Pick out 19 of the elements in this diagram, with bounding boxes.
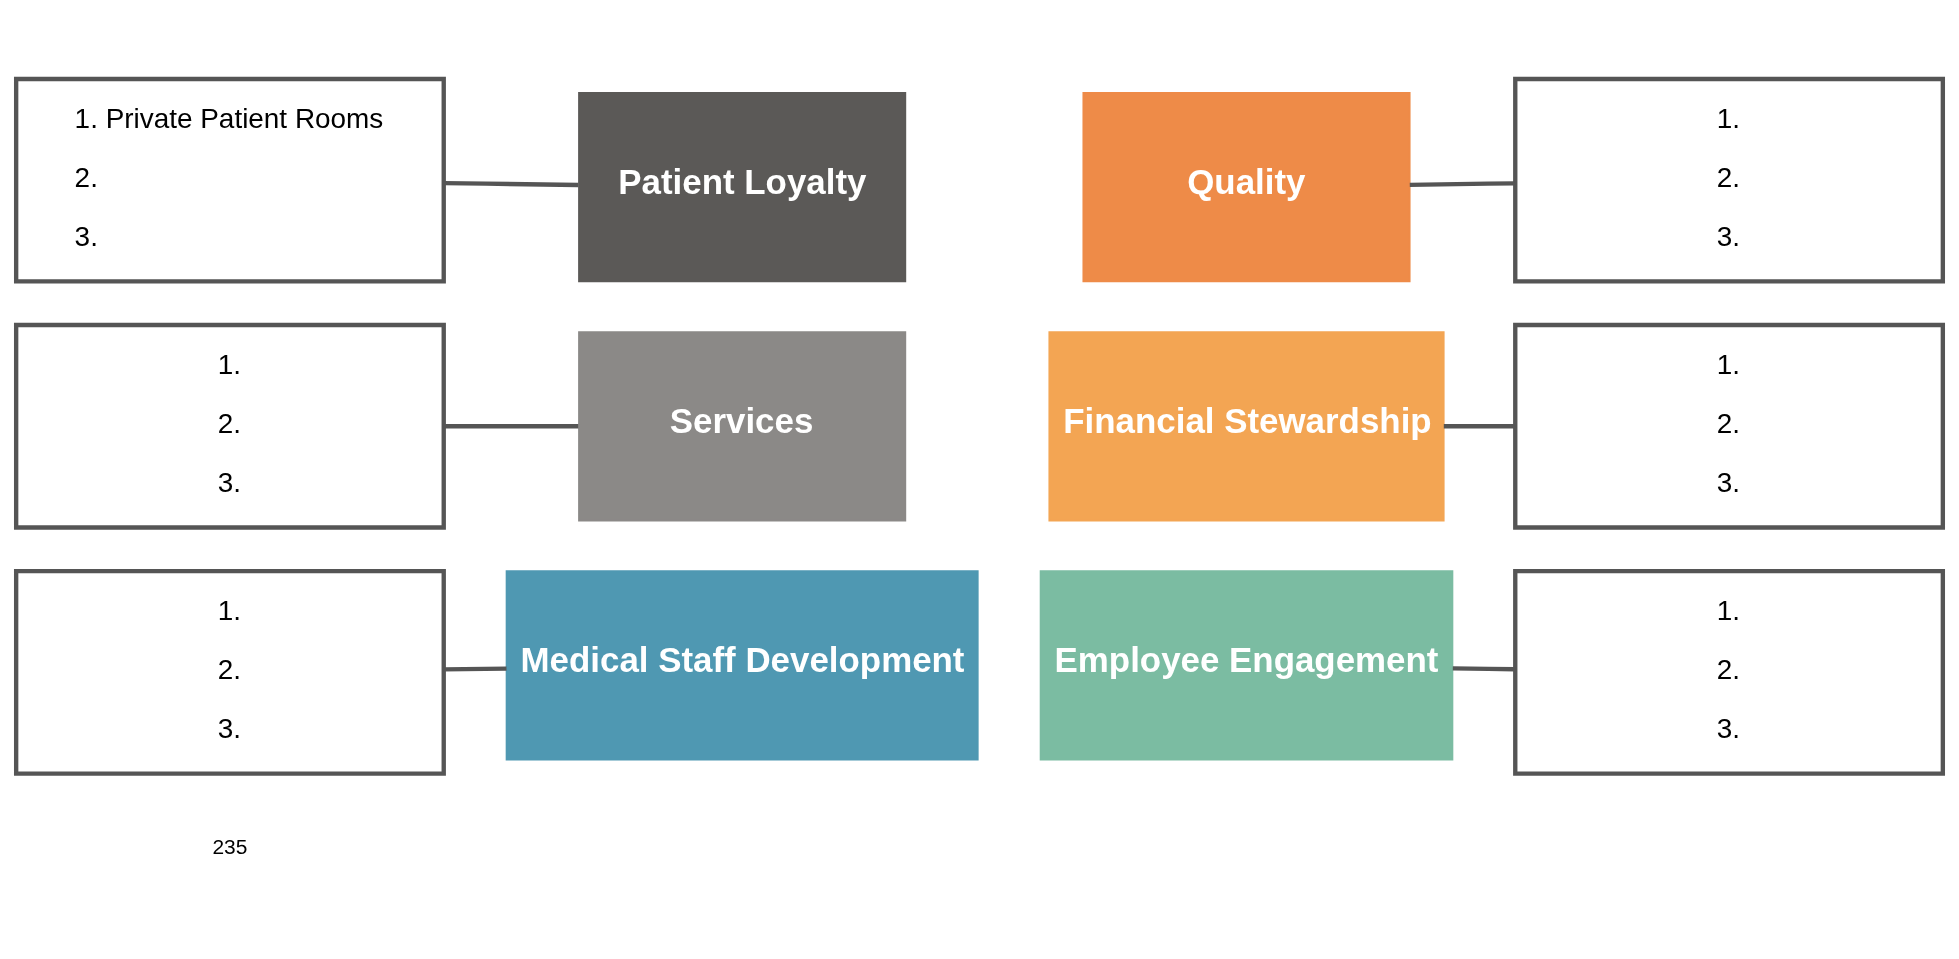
node-box: 1. 2. 3. [14, 568, 446, 776]
node-box: Services [578, 331, 907, 522]
node-box: 1. 2. 3. [1513, 322, 1945, 530]
node-box: 1. 2. 3. [14, 322, 446, 530]
connector [443, 180, 579, 188]
connector [1452, 666, 1516, 672]
node-box: Employee Engagement [1039, 570, 1454, 761]
label: 235 [212, 835, 248, 859]
node-box: Quality [1082, 92, 1411, 283]
connector [1443, 424, 1516, 429]
node-box: Financial Stewardship [1048, 331, 1445, 522]
connector [1409, 181, 1515, 187]
node-box: 1. Private Patient Rooms 2. 3. [14, 76, 446, 284]
connector [443, 424, 579, 429]
connector [443, 666, 507, 672]
node-box: 1. 2. 3. [1513, 568, 1945, 776]
node-box: Medical Staff Development [505, 570, 979, 761]
node-box: Patient Loyalty [578, 92, 907, 283]
node-box: 1. 2. 3. [1513, 76, 1945, 284]
